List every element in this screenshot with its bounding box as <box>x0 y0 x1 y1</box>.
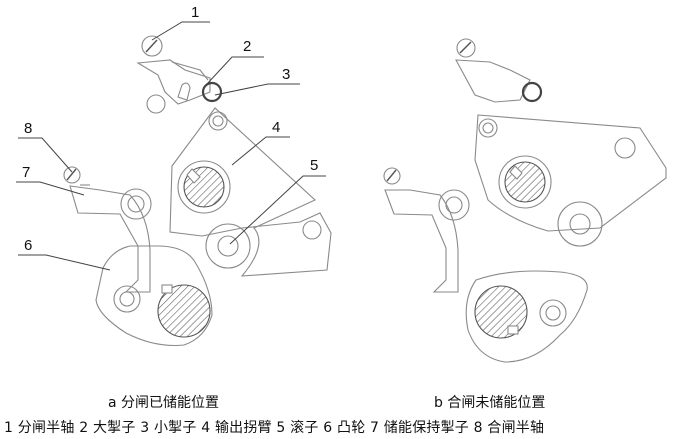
caption-b: b 合闸未储能位置 <box>434 395 546 411</box>
output-crank-a <box>169 107 332 277</box>
callout-4: 4 <box>272 119 280 136</box>
callout-2: 2 <box>243 38 251 55</box>
caption-a: a 分闸已储能位置 <box>108 395 220 411</box>
output-crank-b <box>474 114 667 232</box>
closing-half-shaft-a <box>63 166 81 184</box>
callout-6: 6 <box>24 237 32 254</box>
callout-7: 7 <box>22 164 30 181</box>
cam-b <box>465 270 588 363</box>
roller-b <box>557 201 603 247</box>
closing-half-shaft-b <box>383 167 401 185</box>
trip-half-shaft-b <box>456 38 476 58</box>
figure-a-open-charged <box>63 35 332 347</box>
large-latch-b <box>455 59 531 103</box>
callout-numbers: 1 2 3 4 5 6 7 8 <box>22 4 318 254</box>
parts-legend: 1 分闸半轴 2 大掣子 3 小掣子 4 输出拐臂 5 滚子 6 凸轮 7 储能… <box>4 420 545 436</box>
callout-8: 8 <box>24 120 32 137</box>
figure-b-closed-uncharged <box>383 38 667 363</box>
callout-1: 1 <box>191 4 199 21</box>
leader-lines <box>16 21 326 271</box>
small-latch-roller-a <box>201 81 223 103</box>
small-pin-a <box>146 94 166 114</box>
holding-latch-a <box>69 185 151 293</box>
large-latch-a <box>136 59 211 105</box>
trip-half-shaft-a <box>141 35 163 57</box>
callout-3: 3 <box>282 66 290 83</box>
holding-latch-b <box>384 189 459 293</box>
callout-5: 5 <box>310 157 318 174</box>
cam-a <box>95 245 213 347</box>
roller-a <box>205 223 251 269</box>
small-latch-roller-b <box>521 81 543 103</box>
